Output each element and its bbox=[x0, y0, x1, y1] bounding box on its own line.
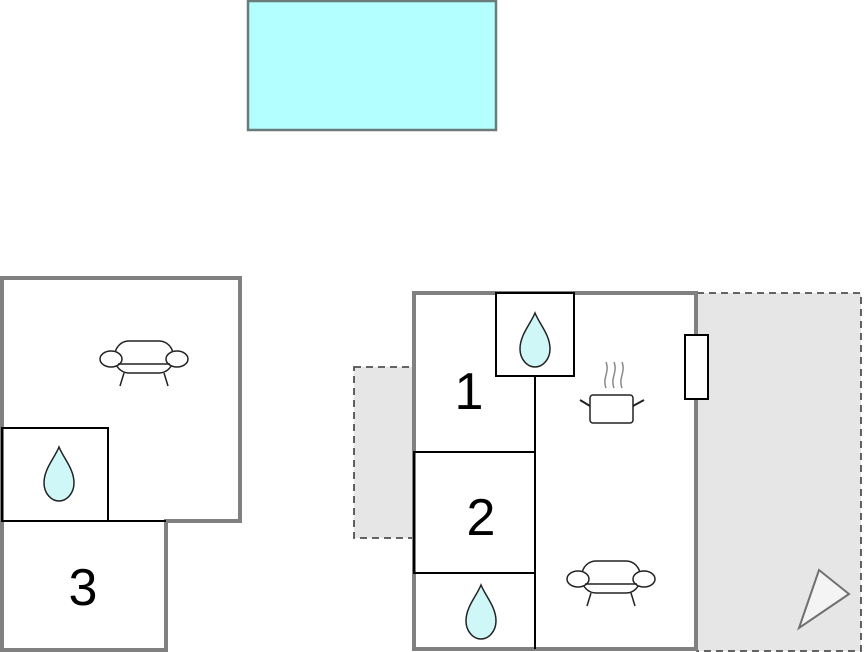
left-building bbox=[0, 276, 242, 652]
cooking-pot-icon bbox=[579, 361, 645, 424]
water-drop-icon bbox=[465, 583, 497, 640]
room-label-2: 2 bbox=[467, 489, 496, 547]
room-label-1: 1 bbox=[455, 363, 484, 421]
pool bbox=[246, 0, 498, 132]
sofa-icon bbox=[566, 560, 656, 607]
water-drop-icon bbox=[43, 445, 75, 502]
room-label-3: 3 bbox=[69, 559, 98, 617]
terrace-left bbox=[353, 366, 414, 539]
compass-arrow-icon bbox=[797, 568, 851, 631]
fireplace-icon bbox=[684, 334, 709, 400]
room-2-box bbox=[413, 451, 536, 574]
sofa-icon bbox=[99, 340, 189, 387]
water-drop-icon bbox=[519, 311, 551, 368]
